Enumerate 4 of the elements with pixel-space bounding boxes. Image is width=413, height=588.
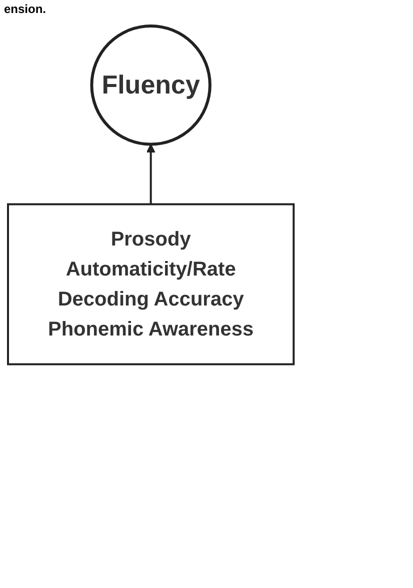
node-circle: Fluency [90, 24, 212, 146]
arrow [146, 144, 156, 204]
cut-off-text: ension. [4, 2, 46, 16]
node-box: Prosody Automaticity/Rate Decoding Accuracy Phonemic Awareness [7, 203, 295, 366]
